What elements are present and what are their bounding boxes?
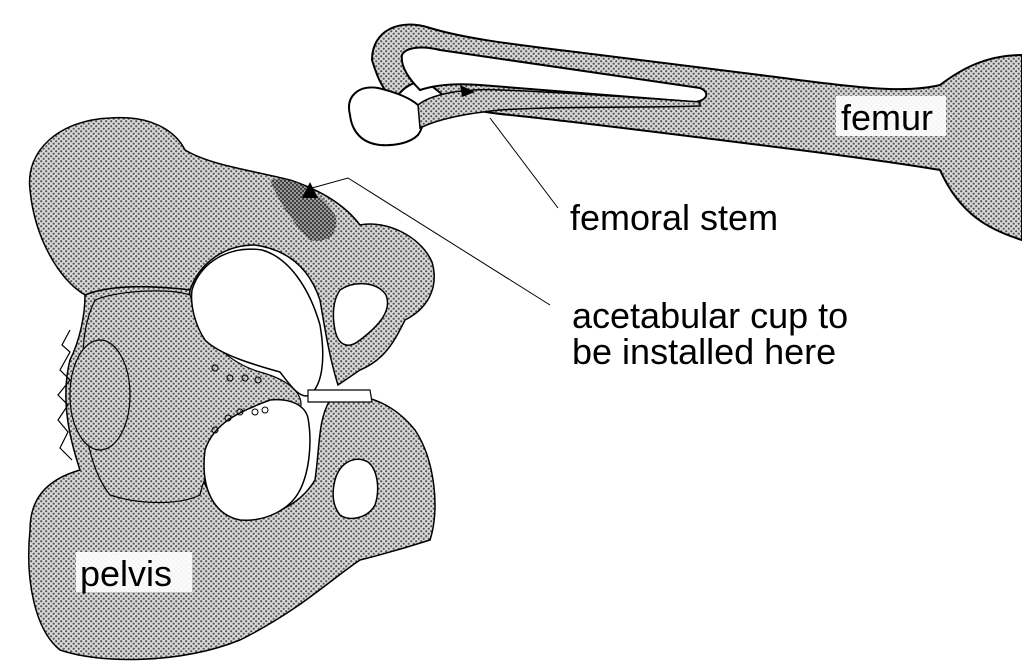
- acetabular-cup-label-line2: be installed here: [572, 331, 836, 372]
- pelvis-label: pelvis: [80, 553, 172, 594]
- pubic-symphysis: [308, 390, 372, 402]
- acetabular-cup-label-line1: acetabular cup to: [572, 295, 848, 336]
- right-foramen-lower: [333, 459, 377, 518]
- femoral-head: [349, 87, 423, 145]
- femur-label: femur: [841, 97, 933, 138]
- femoral-stem-label: femoral stem: [570, 197, 778, 238]
- sacrum-oval: [70, 340, 130, 450]
- femoral-stem-leader-line: [490, 118, 558, 208]
